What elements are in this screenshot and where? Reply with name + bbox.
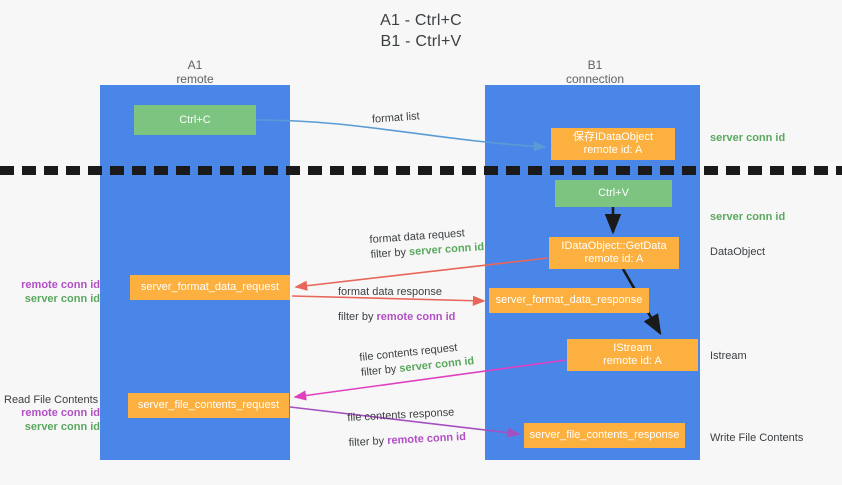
node-server-file-contents-response-label: server_file_contents_response	[529, 429, 680, 441]
annotation-write-file-contents: Write File Contents	[710, 432, 804, 444]
node-save-idataobject[interactable]: 保存IDataObject remote id: A	[551, 128, 675, 160]
annotation-left-server-conn-id-1: server conn id	[24, 293, 100, 305]
flow-label-file-contents-response: file contents response filter by remote …	[347, 405, 466, 451]
node-getdata-remote-id: remote id: A	[584, 253, 644, 265]
node-server-format-data-response[interactable]: server_format_data_response	[489, 288, 649, 313]
annotation-left-server-conn-id-2: server conn id	[24, 421, 100, 433]
page-title: A1 - Ctrl+C B1 - Ctrl+V	[0, 10, 842, 52]
node-ctrl-c[interactable]: Ctrl+C	[134, 105, 256, 135]
column-a1-name: A1	[187, 58, 203, 72]
flow-fdreq-filter-value: server conn id	[408, 241, 485, 259]
title-line-2: B1 - Ctrl+V	[380, 33, 462, 50]
node-server-file-contents-response[interactable]: server_file_contents_response	[524, 423, 685, 448]
node-ctrl-v[interactable]: Ctrl+V	[555, 180, 672, 207]
column-header-b1: B1 connection	[520, 58, 670, 86]
flow-label-format-list: format list	[372, 109, 421, 127]
node-server-format-data-request-label: server_format_data_request	[140, 281, 280, 293]
title-line-1: A1 - Ctrl+C	[380, 12, 462, 29]
node-ctrl-c-label: Ctrl+C	[179, 113, 211, 126]
annotation-left-remote-conn-id-2: remote conn id	[21, 407, 100, 419]
node-idataobject-getdata[interactable]: IDataObject::GetData remote id: A	[549, 237, 679, 269]
phase-divider	[0, 166, 842, 175]
flow-fdres-filter-prefix: filter by	[338, 311, 377, 323]
column-header-a1: A1 remote	[120, 58, 270, 86]
node-save-idataobject-title: 保存IDataObject	[572, 131, 654, 143]
annotation-left-conn-ids-bottom: remote conn id server conn id	[8, 392, 100, 434]
flow-fcres-filter-prefix: filter by	[348, 435, 388, 450]
node-server-file-contents-request-label: server_file_contents_request	[137, 399, 280, 411]
flow-fdres-filter: filter by remote conn id	[338, 310, 455, 325]
column-b1-role: connection	[565, 72, 625, 86]
node-server-format-data-response-label: server_format_data_response	[495, 294, 643, 306]
annotation-istream: Istream	[710, 350, 747, 362]
flow-fcreq-filter-prefix: filter by	[360, 362, 400, 379]
annotation-server-conn-id-top: server conn id	[710, 132, 786, 144]
annotation-read-file-contents: Read File Contents	[4, 394, 99, 406]
node-istream-remote-id: remote id: A	[603, 355, 662, 367]
node-server-file-contents-request[interactable]: server_file_contents_request	[128, 393, 289, 418]
flow-fcres-filter-value: remote conn id	[386, 430, 467, 448]
node-getdata-title: IDataObject::GetData	[561, 240, 667, 252]
column-a1-role: remote	[176, 72, 214, 86]
flow-fdres-filter-value: remote conn id	[376, 311, 456, 323]
column-b1-name: B1	[587, 58, 603, 72]
flow-fcres-filter: filter by remote conn id	[348, 430, 466, 451]
flow-label-file-contents-request: file contents request filter by server c…	[359, 339, 475, 381]
node-save-idataobject-remote-id: remote id: A	[583, 144, 643, 156]
node-ctrl-v-label: Ctrl+V	[598, 187, 629, 199]
node-istream-title: IStream	[613, 342, 652, 354]
node-server-format-data-request[interactable]: server_format_data_request	[130, 275, 290, 300]
flow-fdreq-filter-prefix: filter by	[370, 246, 410, 261]
flow-label-format-data-response: format data response filter by remote co…	[338, 285, 455, 325]
flow-fdres-line1: format data response	[338, 286, 442, 298]
flow-format-list-text: format list	[371, 110, 421, 126]
flow-fcres-line1: file contents response	[347, 406, 455, 425]
annotation-server-conn-id-mid: server conn id	[710, 211, 786, 223]
flow-label-format-data-request: format data request filter by server con…	[369, 225, 485, 263]
annotation-dataobject: DataObject	[710, 246, 766, 258]
annotation-left-remote-conn-id-1: remote conn id	[21, 279, 100, 291]
node-istream[interactable]: IStream remote id: A	[567, 339, 698, 371]
annotation-left-conn-ids-top: remote conn id server conn id	[8, 278, 100, 306]
